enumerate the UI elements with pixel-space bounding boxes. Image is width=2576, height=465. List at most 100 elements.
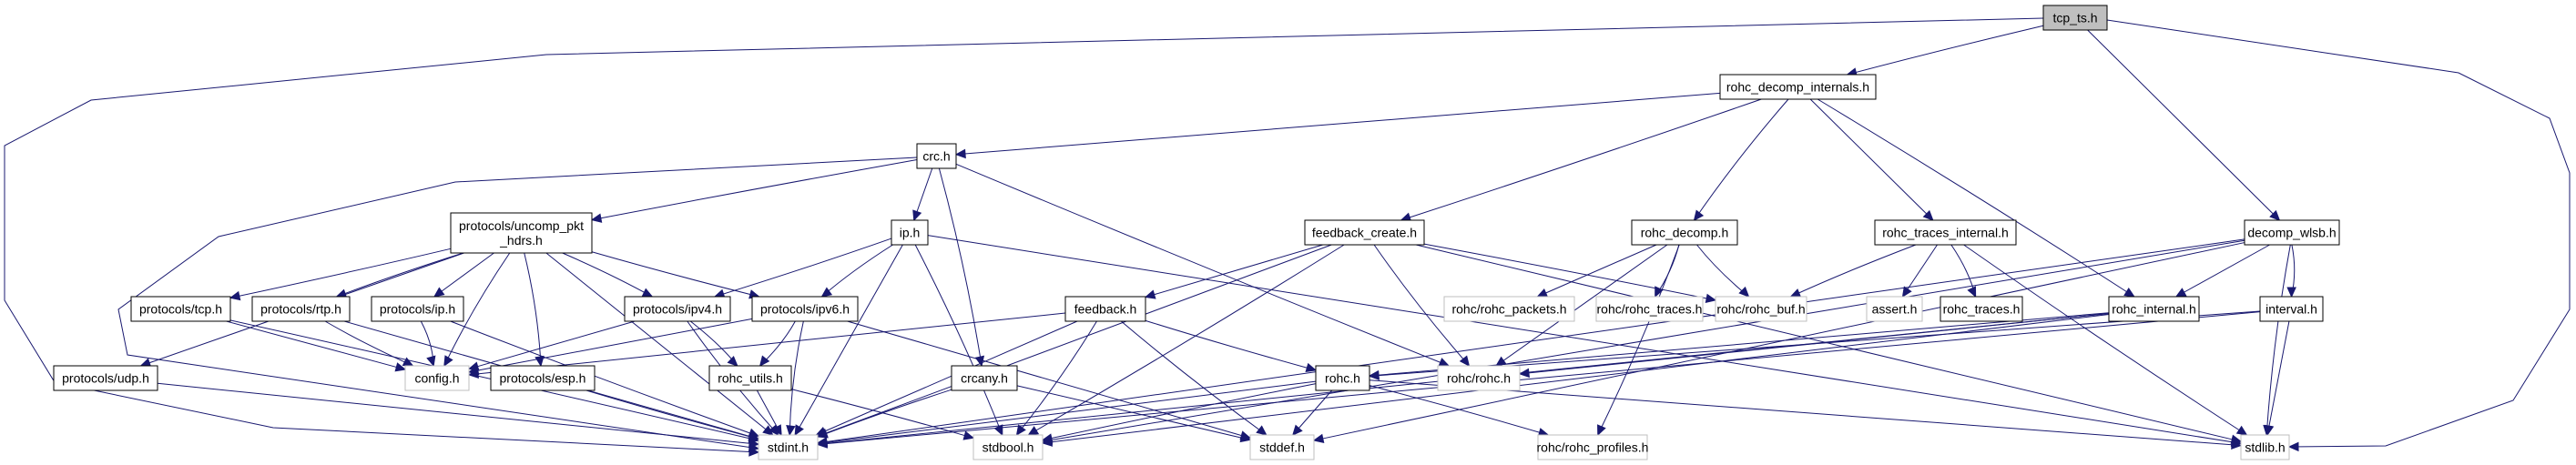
- node-crcany[interactable]: crcany.h: [951, 365, 1018, 391]
- node-ip[interactable]: ip.h: [891, 219, 929, 246]
- node-feedback[interactable]: feedback.h: [1064, 296, 1146, 322]
- node-label: protocols/udp.h: [62, 371, 149, 386]
- edge-ip-to-stdbool: [914, 244, 1003, 437]
- edge-interval-to-stdlib: [2264, 320, 2290, 437]
- node-label: _hdrs.h: [499, 233, 543, 248]
- node-label: stdint.h: [768, 440, 809, 455]
- node-rohc-traces[interactable]: rohc_traces.h: [1940, 296, 2023, 322]
- arrowhead-icon: [443, 355, 453, 368]
- node-box: [1064, 296, 1146, 322]
- edge-line: [1145, 319, 1317, 371]
- node-crc[interactable]: crc.h: [916, 143, 957, 169]
- node-box: [53, 365, 158, 391]
- arrowhead-icon: [590, 213, 603, 223]
- node-uncomp-pkt-hdrs[interactable]: protocols/uncomp_pkt_hdrs.h: [450, 212, 593, 254]
- arrowhead-icon: [1738, 286, 1750, 298]
- edge-feedback_create-to-stdbool: [1027, 244, 1345, 436]
- edge-uncomp_pkt_hdrs-to-p_tcp: [229, 248, 452, 301]
- node-box: [1537, 434, 1648, 460]
- node-label: rohc/rohc_packets.h: [1451, 302, 1566, 317]
- node-p-esp[interactable]: protocols/esp.h: [490, 365, 596, 391]
- edge-line: [1847, 25, 2044, 76]
- node-box: [1631, 219, 1738, 246]
- node-stdlib: stdlib.h: [2240, 434, 2290, 460]
- edge-p_ip-to-config: [420, 320, 436, 368]
- edge-uncomp_pkt_hdrs-to-p_ipv4: [562, 252, 654, 298]
- arrowhead-icon: [535, 355, 545, 368]
- edge-line: [1369, 385, 1549, 436]
- edge-decomp_wlsb-to-stdlib: [2263, 244, 2291, 437]
- node-label: protocols/esp.h: [500, 371, 586, 386]
- node-box: [1437, 365, 1521, 391]
- arrowhead-icon: [394, 362, 407, 372]
- node-p-udp[interactable]: protocols/udp.h: [53, 365, 158, 391]
- edge-ip-to-p_ipv6: [820, 244, 893, 298]
- node-label: protocols/uncomp_pkt: [459, 218, 584, 233]
- arrowhead-icon: [1901, 286, 1912, 298]
- edge-line: [1028, 244, 1345, 436]
- edge-rohc_decomp_internals-to-crc: [954, 92, 1721, 159]
- edge-line: [847, 320, 1251, 439]
- node-p-ip[interactable]: protocols/ip.h: [371, 296, 464, 322]
- edge-line: [1016, 385, 1251, 440]
- edge-rohc_traces_internal-to-assert: [1901, 244, 1938, 298]
- node-tcp-ts[interactable]: tcp_ts.h: [2042, 5, 2108, 31]
- node-label: stdbool.h: [983, 440, 1034, 455]
- edge-line: [955, 163, 1450, 367]
- edge-line: [2175, 244, 2270, 298]
- node-decomp-wlsb[interactable]: decomp_wlsb.h: [2244, 219, 2340, 246]
- node-p-rtp[interactable]: protocols/rtp.h: [251, 296, 351, 322]
- arrowhead-icon: [1705, 293, 1717, 304]
- edge-line: [2266, 320, 2290, 436]
- node-interval[interactable]: interval.h: [2259, 296, 2324, 322]
- edge-ip-to-stdlib: [927, 235, 2243, 447]
- node-box: [1249, 434, 1315, 460]
- edge-ip-to-p_ipv4: [713, 238, 892, 298]
- edge-line: [336, 252, 463, 298]
- edge-line: [1495, 244, 1668, 367]
- edge-rohc_internal-to-rohc_rohc: [1518, 313, 2110, 379]
- node-label: stdlib.h: [2245, 440, 2285, 455]
- nodes-layer: tcp_ts.h rohc_decomp_internals.h crc.h prot…: [53, 5, 2340, 460]
- node-rohc-utils[interactable]: rohc_utils.h: [708, 365, 792, 391]
- arrowhead-icon: [1312, 433, 1325, 444]
- arrowhead-icon: [1027, 426, 1040, 436]
- edge-line: [2087, 29, 2280, 221]
- node-box: [450, 212, 593, 254]
- arrowhead-icon: [954, 148, 966, 159]
- node-p-ipv4[interactable]: protocols/ipv4.h: [624, 296, 731, 322]
- edge-feedback-to-stdint: [815, 320, 1078, 436]
- node-box: [404, 365, 470, 391]
- node-rohc-internal[interactable]: rohc_internal.h: [2108, 296, 2200, 322]
- node-label: protocols/ipv6.h: [760, 302, 850, 317]
- arrowhead-icon: [641, 288, 654, 298]
- node-rohc[interactable]: rohc.h: [1315, 365, 1370, 391]
- edge-rohc_decomp_internals-to-rohc_decomp: [1693, 98, 1789, 221]
- node-rohc-packets: rohc/rohc_packets.h: [1443, 296, 1575, 322]
- node-rohc-traces-internal[interactable]: rohc_traces_internal.h: [1874, 219, 2017, 246]
- node-p-ipv6[interactable]: protocols/ipv6.h: [751, 296, 859, 322]
- node-rohc-decomp-internals[interactable]: rohc_decomp_internals.h: [1719, 74, 1877, 100]
- node-rohc-decomp[interactable]: rohc_decomp.h: [1631, 219, 1738, 246]
- edge-crc-to-crcany: [938, 167, 985, 368]
- node-p-tcp[interactable]: protocols/tcp.h: [130, 296, 231, 322]
- edge-decomp_wlsb-to-stddef: [1312, 242, 2245, 444]
- node-box: [371, 296, 464, 322]
- edge-line: [1817, 98, 2135, 298]
- arrowhead-icon: [794, 424, 804, 437]
- node-box: [624, 296, 731, 322]
- node-feedback-create[interactable]: feedback_create.h: [1304, 219, 1425, 246]
- node-label: crc.h: [922, 149, 950, 164]
- node-stdint: stdint.h: [758, 434, 819, 460]
- arrowhead-icon: [1041, 433, 1054, 443]
- edge-line: [1145, 244, 1323, 298]
- arrowhead-icon: [2286, 287, 2296, 298]
- edge-line: [324, 320, 413, 367]
- node-box: [130, 296, 231, 322]
- arrowhead-icon: [786, 424, 796, 437]
- node-label: stddef.h: [1259, 440, 1305, 455]
- arrowhead-icon: [1459, 355, 1471, 367]
- arrowhead-icon: [2231, 440, 2243, 450]
- edge-rohc_decomp-to-rohc_profiles: [1597, 244, 1680, 437]
